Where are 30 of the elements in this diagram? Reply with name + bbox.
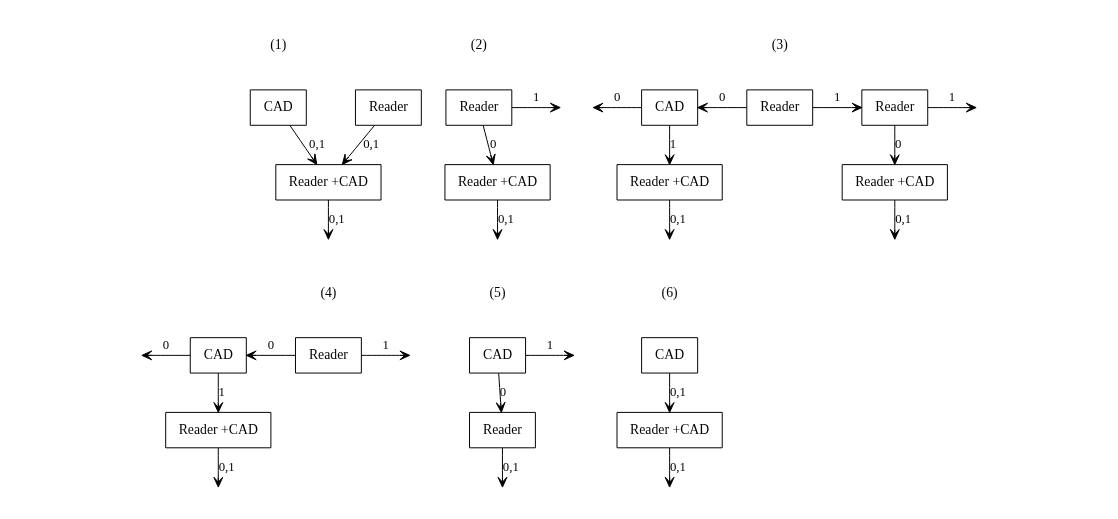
edge-label: 1: [669, 137, 677, 152]
edge-label: 1: [948, 90, 956, 105]
label: (3): [771, 37, 788, 53]
edge-label: 0: [267, 337, 275, 352]
label: (4): [320, 285, 337, 301]
edge-label: 1: [218, 385, 225, 400]
label: (2): [470, 37, 487, 53]
edge-label: 0,1: [895, 212, 912, 227]
edge-label: 0,1: [309, 137, 326, 152]
edge-label: 1: [532, 90, 540, 105]
edge-label: 0,1: [363, 137, 380, 152]
edge-label: 1: [546, 337, 554, 352]
edge-label: 0,1: [669, 212, 686, 227]
edge-label: 0: [162, 337, 170, 352]
label: (5): [489, 285, 506, 301]
edge-label: 1: [382, 337, 389, 352]
edge-label: 0,1: [502, 459, 519, 474]
edge-label: 0,1: [669, 459, 686, 474]
edge-label: 0: [499, 385, 507, 400]
edge-label: 0: [614, 90, 621, 105]
edge-label: 0,1: [497, 212, 514, 227]
label: (6): [661, 285, 678, 301]
label: (1): [270, 37, 287, 53]
edge-label: 0,1: [669, 385, 686, 400]
edge-label: 0: [489, 137, 497, 152]
edge-label: 1: [834, 90, 841, 105]
edge-label: 0: [719, 90, 726, 105]
edge-label: 0,1: [218, 459, 235, 474]
edge-label: 0: [895, 137, 902, 152]
edge-label: 0,1: [328, 212, 345, 227]
